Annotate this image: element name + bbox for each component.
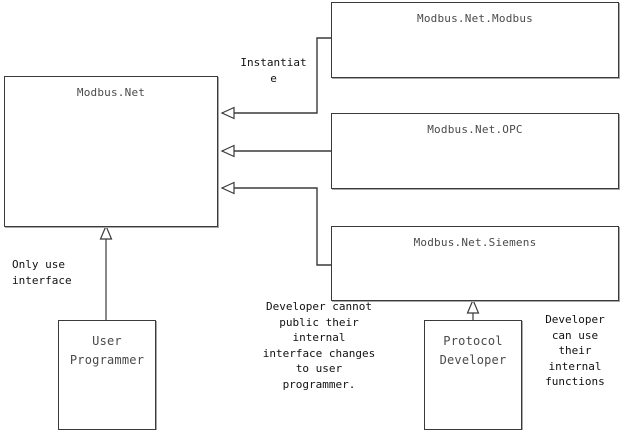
connector-siemens-to-core <box>220 181 331 266</box>
node-protocol-developer-label: Protocol Developer <box>439 334 507 367</box>
node-user-programmer[interactable]: User Programmer <box>58 320 156 430</box>
label-developer-can-use: Developer can use their internal functio… <box>545 313 605 388</box>
label-developer-cannot-public: Developer cannot public their internal i… <box>262 300 376 391</box>
node-modbus-net-siemens[interactable]: Modbus.Net.Siemens <box>331 226 619 301</box>
node-modbus-net-opc-label: Modbus.Net.OPC <box>427 123 523 136</box>
node-modbus-net-label: Modbus.Net <box>76 86 146 99</box>
node-modbus-net-modbus-label: Modbus.Net.Modbus <box>417 12 533 25</box>
node-modbus-net-opc[interactable]: Modbus.Net.OPC <box>331 113 619 189</box>
connector-opc-to-core <box>220 144 331 158</box>
label-instantiate: Instantiat e <box>240 56 307 85</box>
node-user-programmer-label: User Programmer <box>69 334 145 367</box>
connector-developer-to-siemens <box>466 298 480 320</box>
node-modbus-net[interactable]: Modbus.Net <box>4 76 218 227</box>
node-protocol-developer[interactable]: Protocol Developer <box>424 320 522 430</box>
label-only-use-interface: Only use interface <box>12 258 72 287</box>
node-modbus-net-siemens-label: Modbus.Net.Siemens <box>413 236 537 249</box>
node-modbus-net-modbus[interactable]: Modbus.Net.Modbus <box>331 2 619 78</box>
